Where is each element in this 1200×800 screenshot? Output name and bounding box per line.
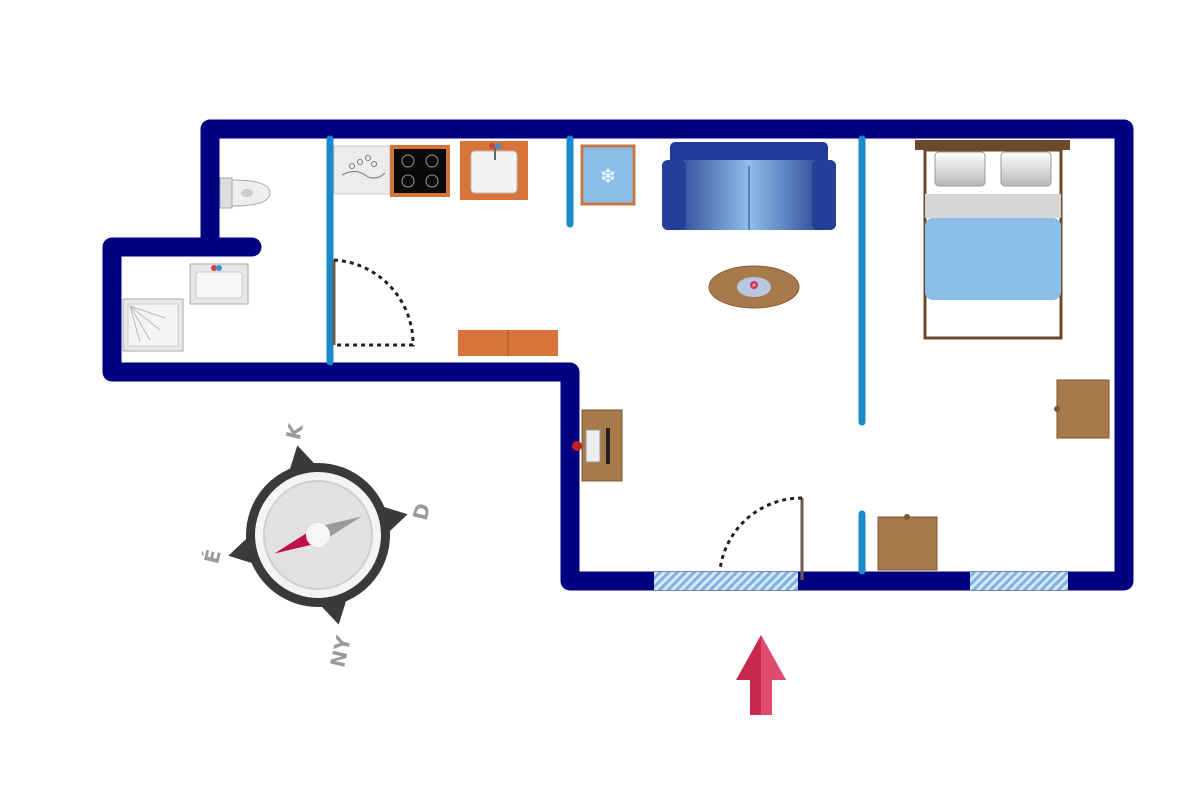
- kitchen-sink-icon: [460, 141, 528, 200]
- outer-walls: [102, 119, 1134, 591]
- sideboard-icon: [458, 330, 558, 356]
- interior-walls: [326, 135, 866, 575]
- compass: [228, 445, 408, 625]
- bed-icon: [915, 140, 1070, 340]
- bathroom-door[interactable]: [332, 258, 415, 347]
- window-living: [654, 572, 798, 590]
- sofa-icon: [662, 142, 836, 230]
- desk-icon: [572, 409, 623, 482]
- washbasin-icon: [189, 263, 249, 305]
- compass-label-west: NY: [325, 633, 356, 669]
- coffee-table-icon: [708, 265, 800, 309]
- compass-label-north: É: [199, 547, 225, 566]
- svg-text:❄: ❄: [600, 164, 617, 188]
- dishwasher-icon: [333, 145, 391, 195]
- compass-label-south: D: [408, 501, 435, 523]
- shower-icon: [122, 298, 184, 352]
- nightstand-icon: [877, 514, 938, 571]
- stove-icon: [390, 145, 450, 197]
- window-bedroom: [970, 572, 1068, 590]
- wardrobe-icon: [1054, 379, 1110, 439]
- compass-label-east: K: [281, 420, 308, 442]
- fridge-icon: ❄: [580, 144, 636, 206]
- toilet-icon: [219, 177, 271, 209]
- entrance-door[interactable]: [718, 496, 804, 580]
- entrance-arrow-icon: [736, 635, 786, 715]
